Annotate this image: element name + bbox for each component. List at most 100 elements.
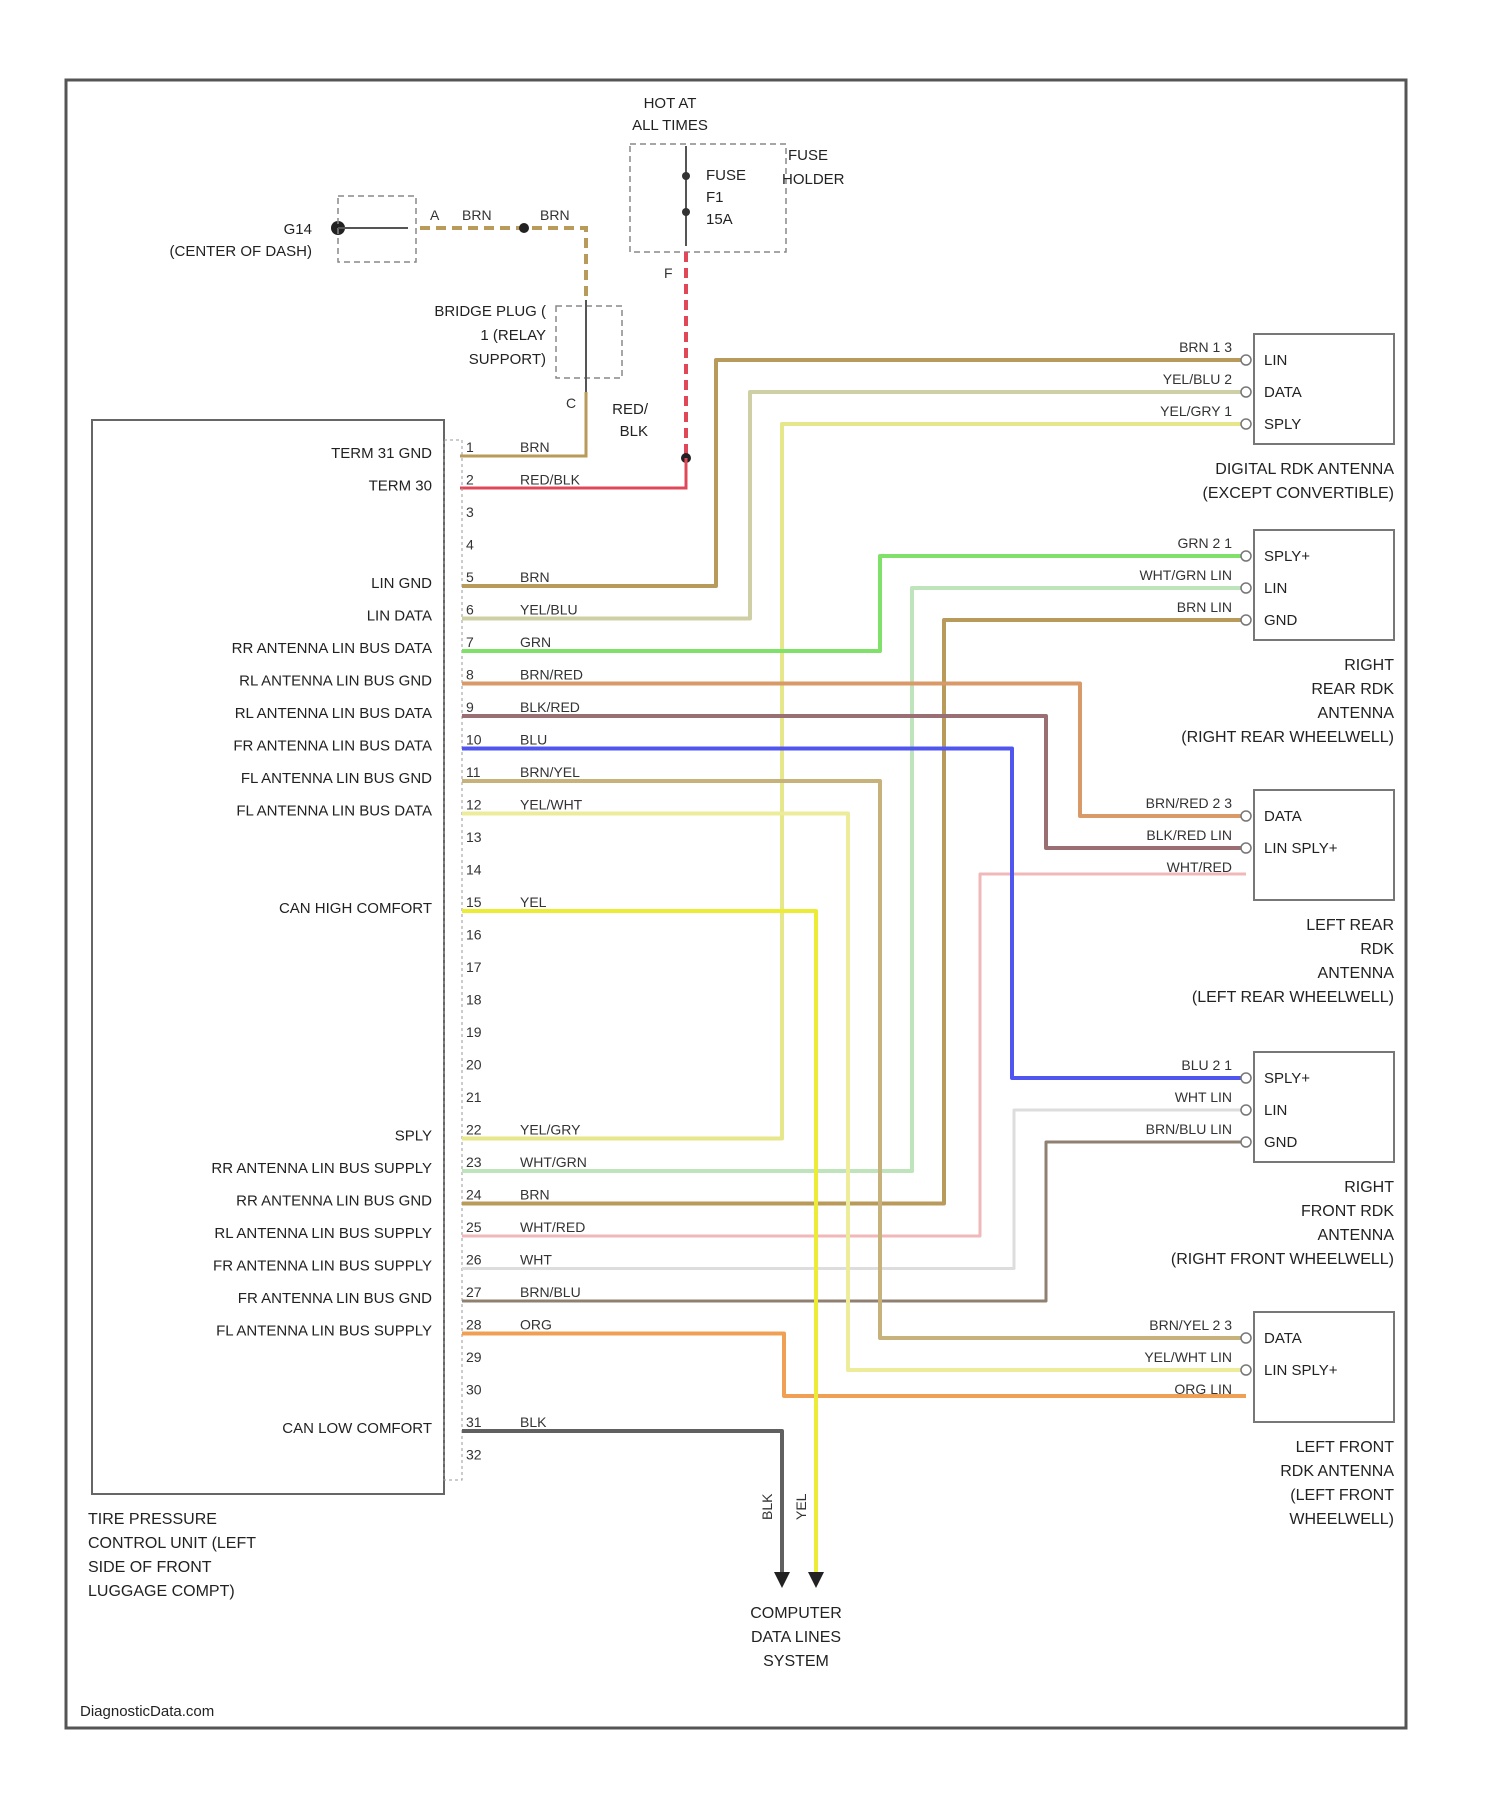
pin-number: 10 (466, 732, 482, 748)
data-line-tag-yel: YEL (793, 1493, 809, 1520)
antenna-name: REAR RDK (1311, 681, 1394, 698)
pin-wire-color: BRN (520, 569, 550, 585)
pin-number: 24 (466, 1187, 482, 1203)
pin-function-label: RL ANTENNA LIN BUS GND (239, 673, 432, 690)
ground-splice (519, 223, 529, 233)
antenna-wire-label: YEL/GRY 1 (1160, 403, 1232, 419)
antenna-wire-label: ORG LIN (1174, 1381, 1232, 1397)
pin-function-label: RL ANTENNA LIN BUS DATA (235, 705, 432, 722)
antenna-wire-label: WHT/RED (1167, 859, 1232, 875)
antenna-terminal (1241, 387, 1251, 397)
data-line-tag-blk: BLK (759, 1493, 775, 1520)
pin-wire-color: YEL/BLU (520, 602, 578, 618)
pin-function-label: TERM 31 GND (331, 445, 432, 462)
pin-number: 31 (466, 1414, 482, 1430)
pin-number: 22 (466, 1122, 482, 1138)
antenna-terminal (1241, 1105, 1251, 1115)
pin-wire-color: BLU (520, 732, 547, 748)
antenna-name: ANTENNA (1318, 705, 1395, 722)
antenna-wire-label: YEL/BLU 2 (1163, 371, 1232, 387)
antenna-terminal (1241, 583, 1251, 593)
antenna-name: RIGHT (1344, 657, 1394, 674)
wire-wht-red (462, 874, 1246, 1236)
data-lines-label-3: SYSTEM (763, 1653, 829, 1670)
antenna-wire-label: BRN/BLU LIN (1146, 1121, 1232, 1137)
pin-wire-color: RED/BLK (520, 472, 581, 488)
control-unit-title-3: SIDE OF FRONT (88, 1559, 212, 1576)
antenna-name: (RIGHT FRONT WHEELWELL) (1171, 1251, 1394, 1268)
feed-wire-label-1: RED/ (612, 401, 649, 418)
pin-number: 30 (466, 1382, 482, 1398)
pin-number: 11 (466, 764, 481, 780)
bridge-label-3: SUPPORT) (469, 351, 546, 368)
pin-function-label: FL ANTENNA LIN BUS SUPPLY (216, 1323, 432, 1340)
bridge-label-2: 1 (RELAY (480, 327, 546, 344)
pin-number: 8 (466, 667, 474, 683)
fuse-holder-label-1: FUSE (788, 147, 828, 164)
antenna-terminal-label: GND (1264, 612, 1298, 629)
ground-label-1: G14 (284, 221, 312, 238)
antenna-name: (LEFT REAR WHEELWELL) (1192, 989, 1394, 1006)
pin-function-label: FR ANTENNA LIN BUS GND (238, 1290, 432, 1307)
data-lines-label-2: DATA LINES (751, 1629, 841, 1646)
antenna-terminal-label: DATA (1264, 384, 1302, 401)
antenna-wire-label: BLK/RED LIN (1146, 827, 1232, 843)
antenna-name: (EXCEPT CONVERTIBLE) (1203, 485, 1394, 502)
diagram-frame (66, 80, 1406, 1728)
antenna-wire-label: BRN/RED 2 3 (1146, 795, 1233, 811)
pin-function-label: FR ANTENNA LIN BUS DATA (233, 738, 432, 755)
antenna-terminal (1241, 1137, 1251, 1147)
bridge-pin-label: C (566, 395, 576, 411)
feed-wire-label-2: BLK (620, 423, 648, 440)
antenna-terminal-label: LIN (1264, 352, 1287, 369)
antenna-name: ANTENNA (1318, 965, 1395, 982)
antenna-name: RDK ANTENNA (1280, 1463, 1394, 1480)
pin-number: 26 (466, 1252, 482, 1268)
antenna-terminal-label: SPLY+ (1264, 1070, 1310, 1087)
pin-function-label: FR ANTENNA LIN BUS SUPPLY (213, 1258, 432, 1275)
pin-number: 15 (466, 894, 482, 910)
wire-grn (462, 556, 1246, 651)
pin-function-label: FL ANTENNA LIN BUS DATA (236, 803, 432, 820)
control-unit-title-2: CONTROL UNIT (LEFT (88, 1535, 256, 1552)
antenna-terminal-label: LIN (1264, 1102, 1287, 1119)
antenna-wire-label: BRN LIN (1177, 599, 1232, 615)
pin-wire-color: WHT/GRN (520, 1154, 587, 1170)
pin-wire-color: YEL (520, 894, 547, 910)
pin-number: 21 (466, 1089, 482, 1105)
pin-number: 4 (466, 537, 474, 553)
pin-number: 19 (466, 1024, 482, 1040)
pin-number: 25 (466, 1219, 482, 1235)
pin-number: 23 (466, 1154, 482, 1170)
antenna-name: LEFT REAR (1306, 917, 1394, 934)
antenna-terminal-label: LIN SPLY+ (1264, 1362, 1338, 1379)
control-unit-title-4: LUGGAGE COMPT) (88, 1583, 235, 1600)
pin-wire-color: BRN/BLU (520, 1284, 581, 1300)
antenna-terminal-label: SPLY (1264, 416, 1301, 433)
antenna-name: DIGITAL RDK ANTENNA (1215, 461, 1394, 478)
pin-function-label: RR ANTENNA LIN BUS DATA (232, 640, 432, 657)
data-line-arrow-blk (774, 1572, 790, 1588)
data-lines-label-1: COMPUTER (750, 1605, 842, 1622)
ground-wire-color-2: BRN (540, 207, 570, 223)
antenna-terminal-label: SPLY+ (1264, 548, 1310, 565)
pin-wire-color: BLK (520, 1414, 547, 1430)
pin-number: 20 (466, 1057, 482, 1073)
antenna-terminal (1241, 811, 1251, 821)
antenna-terminal-label: LIN (1264, 580, 1287, 597)
antenna-wire-label: WHT LIN (1175, 1089, 1232, 1105)
pin-number: 5 (466, 569, 474, 585)
fuse-label-1: FUSE (706, 167, 746, 184)
antenna-terminal-label: DATA (1264, 808, 1302, 825)
antenna-wire-label: WHT/GRN LIN (1139, 567, 1232, 583)
antenna-wire-label: BRN/YEL 2 3 (1149, 1317, 1232, 1333)
ground-label-2: (CENTER OF DASH) (170, 243, 313, 260)
antenna-wire-label: BLU 2 1 (1181, 1057, 1232, 1073)
bridge-plug-box (556, 306, 622, 378)
fuse-contact-top (682, 172, 690, 180)
pin-function-label: SPLY (395, 1128, 432, 1145)
antenna-name: RDK (1360, 941, 1394, 958)
data-line-arrow-yel (808, 1572, 824, 1588)
